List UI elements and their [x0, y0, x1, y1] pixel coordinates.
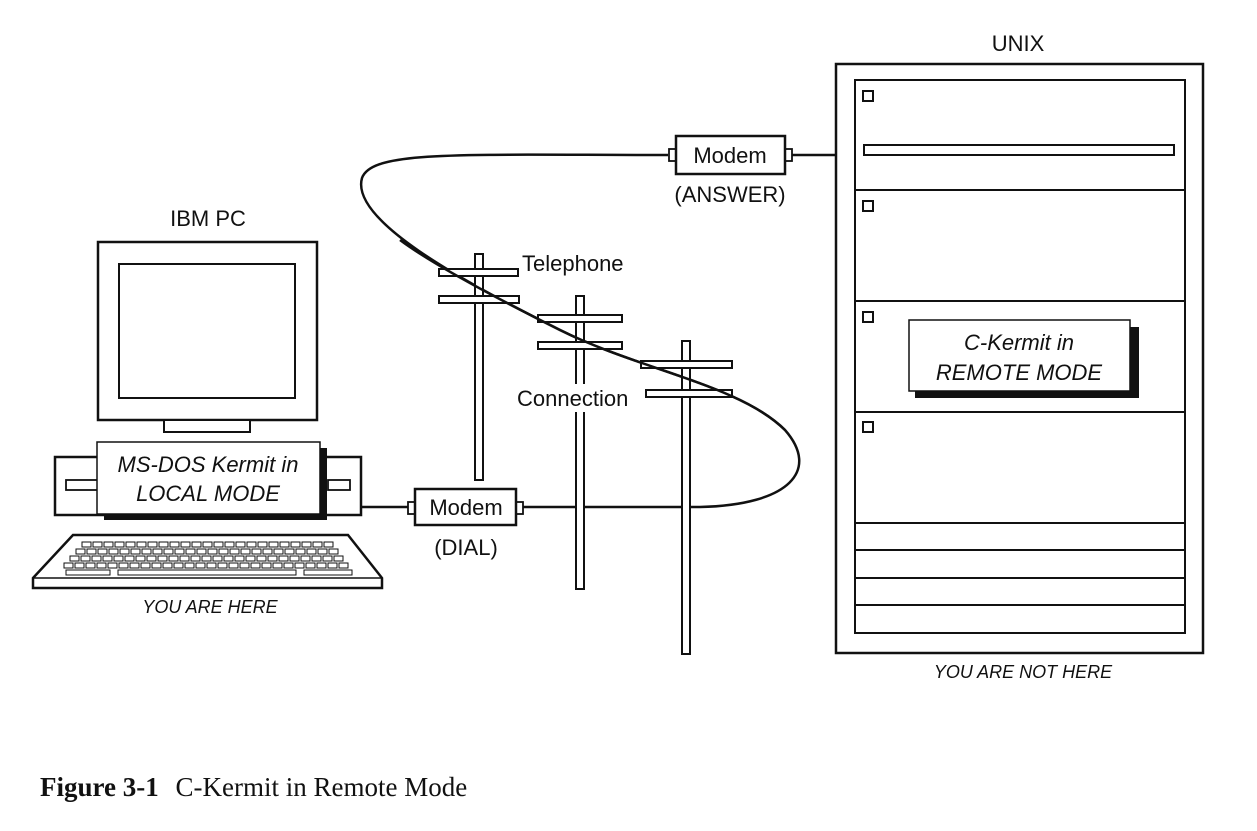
- telephone-pole-3: [681, 340, 691, 655]
- unix-indicator-3: [862, 311, 874, 323]
- modem-answer-box: [674, 134, 787, 176]
- connection-label-line1: Telephone: [522, 251, 624, 276]
- pc-screen: [118, 263, 296, 399]
- connection-label-line2: Connection: [517, 386, 628, 411]
- pc-label-card: [96, 441, 321, 515]
- pc-label-line2: LOCAL MODE: [136, 481, 280, 506]
- figure-caption: Figure 3-1 C-Kermit in Remote Mode: [40, 772, 467, 803]
- telephone-pole-1: [474, 253, 484, 481]
- figure-number: Figure 3-1: [40, 772, 159, 802]
- modem-dial-mode: (DIAL): [434, 535, 498, 560]
- modem-dial: Modem (DIAL): [407, 487, 524, 560]
- unix-label-line1: C-Kermit in: [964, 330, 1074, 355]
- unix-tape-slot: [863, 144, 1175, 156]
- telephone-pole-2: [575, 295, 585, 590]
- unix-title: UNIX: [992, 31, 1045, 56]
- unix-indicator-1: [862, 90, 874, 102]
- modem-answer-mode: (ANSWER): [674, 182, 785, 207]
- unix-system: UNIX C-Kermit in REMOTE MODE YOU ARE NOT…: [834, 31, 1205, 682]
- cables: [359, 153, 836, 509]
- unix-label-line2: REMOTE MODE: [936, 360, 1103, 385]
- unix-label-card: [908, 319, 1131, 392]
- pc-label-line1: MS-DOS Kermit in: [118, 452, 299, 477]
- telephone-line-front: [399, 238, 786, 431]
- keyboard-keys: [63, 541, 353, 576]
- ibm-pc: IBM PC MS-DOS Kermit in LOCAL MODE YOU A…: [31, 206, 384, 617]
- unix-indicator-2: [862, 200, 874, 212]
- pc-drive-slot-right: [327, 479, 351, 491]
- unix-location-label: YOU ARE NOT HERE: [934, 662, 1113, 682]
- modem-dial-label: Modem: [429, 495, 502, 520]
- figure-title: C-Kermit in Remote Mode: [175, 772, 468, 802]
- modem-dial-box: [413, 487, 518, 527]
- modem-answer-label: Modem: [693, 143, 766, 168]
- telephone-poles: [438, 253, 733, 655]
- pc-drive-slot-left: [65, 479, 101, 491]
- diagram: IBM PC MS-DOS Kermit in LOCAL MODE YOU A…: [31, 31, 1205, 682]
- pc-monitor-stand: [163, 419, 251, 433]
- pc-title: IBM PC: [170, 206, 246, 231]
- unix-indicator-4: [862, 421, 874, 433]
- modem-answer: Modem (ANSWER): [668, 134, 793, 207]
- pc-location-label: YOU ARE HERE: [142, 597, 278, 617]
